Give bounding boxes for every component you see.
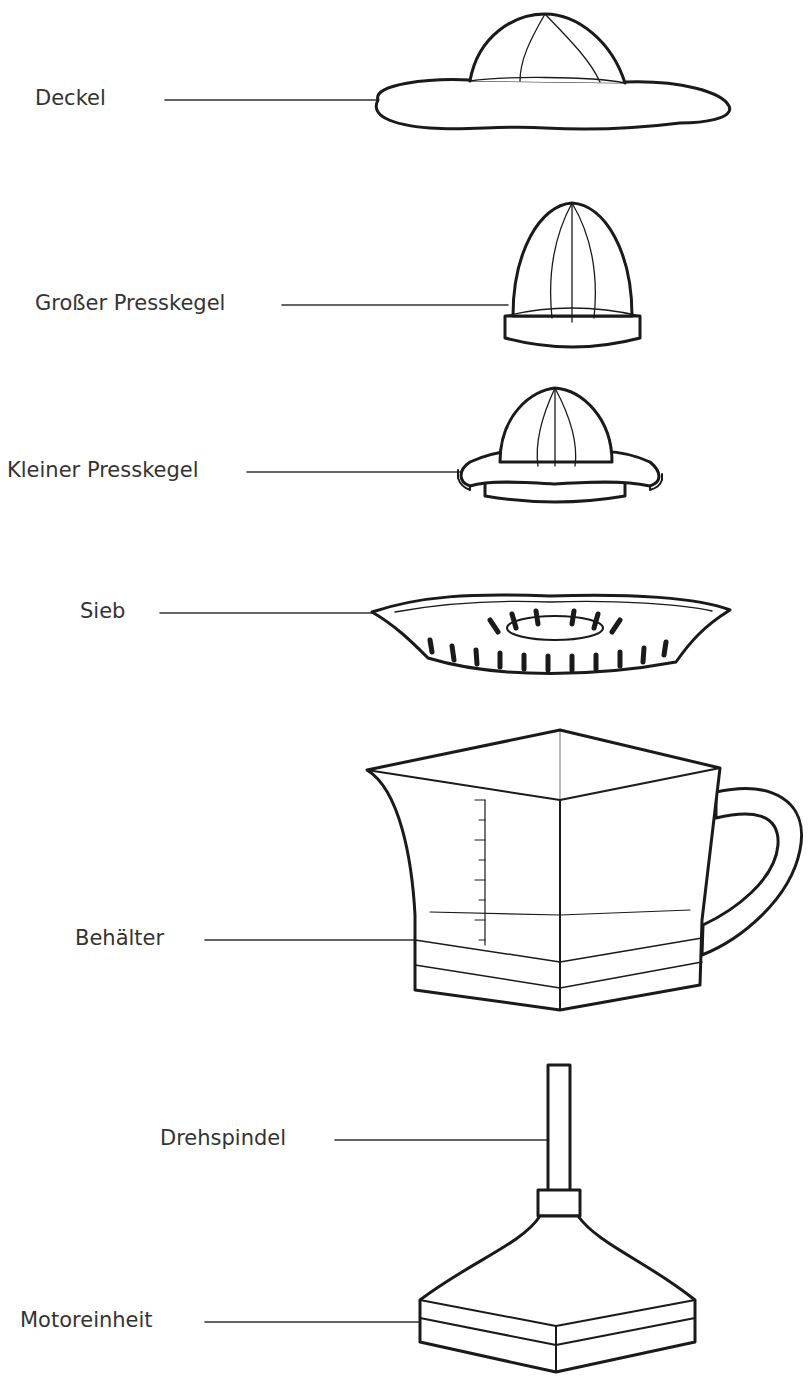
measuring-scale <box>475 800 485 945</box>
part-label: Drehspindel <box>160 1128 286 1149</box>
large-cone-drawing <box>505 203 640 347</box>
part-label: Deckel <box>35 88 106 109</box>
part-label: Sieb <box>80 601 125 622</box>
leader-lines <box>160 100 548 1322</box>
sieve-drawing <box>372 595 730 674</box>
container-drawing <box>367 730 802 1010</box>
motor-unit-drawing <box>420 1065 695 1372</box>
lid-drawing <box>376 14 729 129</box>
small-cone-drawing <box>458 388 662 502</box>
sieve-slots <box>430 611 666 670</box>
part-label: Motoreinheit <box>20 1310 153 1331</box>
part-label: Großer Presskegel <box>35 293 225 314</box>
part-label: Behälter <box>75 928 164 949</box>
part-label: Kleiner Presskegel <box>7 460 199 481</box>
